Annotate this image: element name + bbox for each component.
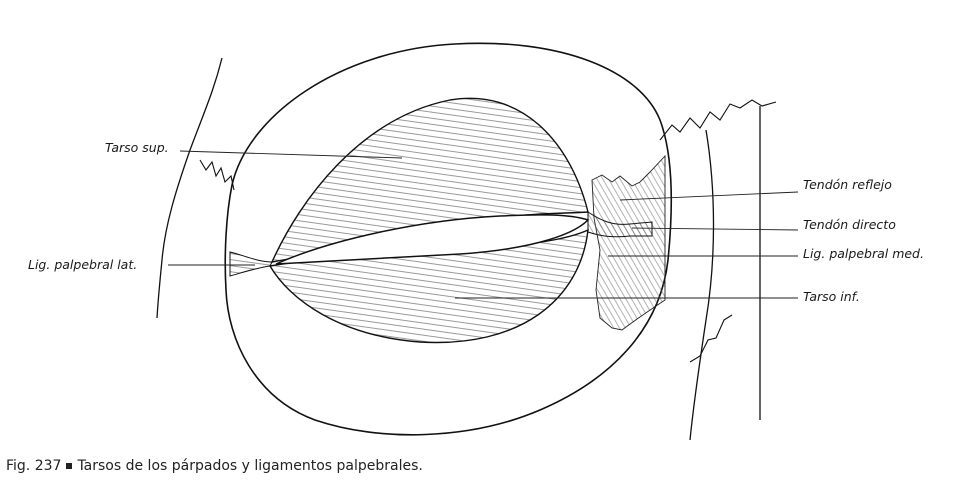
- lateral-ligament: [229, 251, 273, 277]
- bone-profile-right: [689, 129, 715, 441]
- orbit-outline: [224, 42, 673, 436]
- leader-lines: [168, 150, 799, 299]
- leader-tendon-directo: [631, 227, 799, 231]
- label-tarso-inf: Tarso inf.: [803, 289, 860, 304]
- medial-bone-region: [591, 154, 666, 331]
- skin-profile-left: [156, 57, 223, 319]
- bone-edge-lower-right: [689, 314, 733, 363]
- caption-bullet-icon: [66, 462, 73, 469]
- label-tendon-directo: Tendón directo: [803, 217, 896, 232]
- figure-caption: Fig. 237 Tarsos de los párpados y ligamen…: [6, 458, 423, 474]
- label-tarso-sup: Tarso sup.: [105, 140, 169, 155]
- leader-tendon-reflejo: [619, 191, 799, 201]
- label-lig-palpebral-lat: Lig. palpebral lat.: [28, 257, 137, 272]
- skin-edge-left: [199, 159, 235, 191]
- leader-tarso-sup: [179, 150, 403, 159]
- label-tendon-reflejo: Tendón reflejo: [803, 177, 892, 192]
- caption-text: Tarsos de los párpados y ligamentos palp…: [77, 458, 423, 474]
- medial-ligament: [587, 211, 653, 238]
- label-lig-palpebral-med: Lig. palpebral med.: [803, 246, 924, 261]
- skin-edge-right: [659, 99, 777, 141]
- figure-number: Fig. 237: [6, 458, 62, 474]
